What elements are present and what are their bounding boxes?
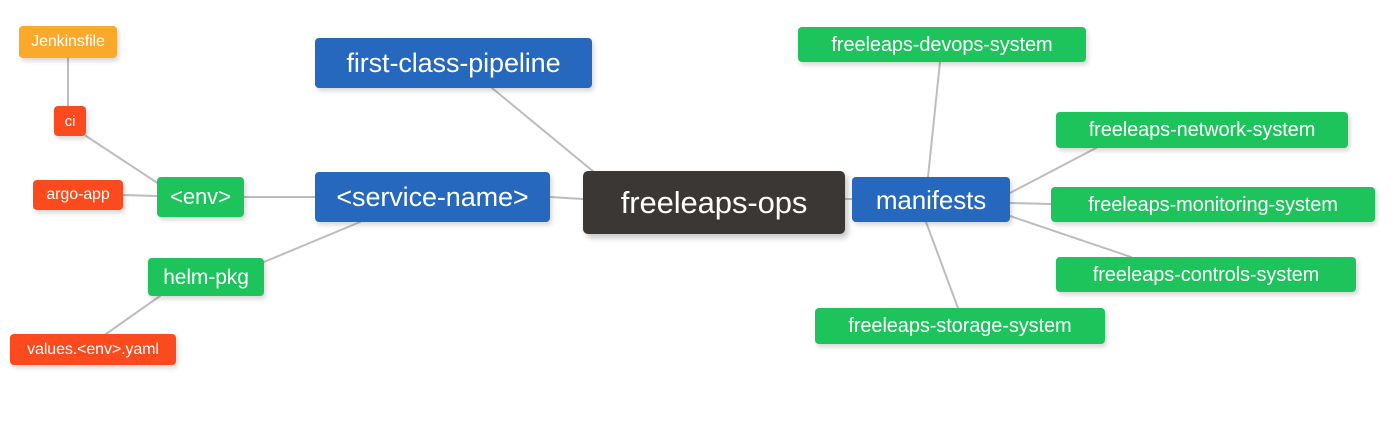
node-service-name[interactable]: <service-name> xyxy=(315,172,550,222)
edge-freeleaps-ops-to-service-name xyxy=(549,196,584,200)
node-freeleaps-monitoring-system[interactable]: freeleaps-monitoring-system xyxy=(1051,187,1375,222)
node-label: freeleaps-network-system xyxy=(1088,119,1316,141)
node-label: first-class-pipeline xyxy=(346,47,561,78)
edge-env-to-argo-app xyxy=(122,194,158,197)
node-freeleaps-storage-system[interactable]: freeleaps-storage-system xyxy=(815,308,1105,344)
node-env[interactable]: <env> xyxy=(157,177,244,217)
node-helm-pkg[interactable]: helm-pkg xyxy=(148,258,264,296)
edge-helm-pkg-to-values-env-yaml xyxy=(105,295,161,335)
node-ci[interactable]: ci xyxy=(54,106,86,136)
edge-manifests-to-freeleaps-controls-system xyxy=(1009,215,1132,258)
node-label: helm-pkg xyxy=(163,265,249,289)
node-freeleaps-devops-system[interactable]: freeleaps-devops-system xyxy=(798,27,1086,62)
node-label: values.<env>.yaml xyxy=(27,340,159,358)
edge-manifests-to-freeleaps-devops-system xyxy=(927,61,941,178)
node-freeleaps-ops[interactable]: freeleaps-ops xyxy=(583,171,845,234)
edge-freeleaps-ops-to-first-class-pipeline xyxy=(491,87,601,178)
node-label: freeleaps-devops-system xyxy=(831,33,1053,56)
node-values-env-yaml[interactable]: values.<env>.yaml xyxy=(10,334,176,365)
node-label: freeleaps-controls-system xyxy=(1092,263,1320,286)
node-label: <service-name> xyxy=(336,181,529,212)
node-label: Jenkinsfile xyxy=(31,33,105,50)
node-label: <env> xyxy=(170,184,231,209)
node-label: freeleaps-monitoring-system xyxy=(1088,193,1338,216)
node-first-class-pipeline[interactable]: first-class-pipeline xyxy=(315,38,592,88)
node-label: ci xyxy=(64,112,76,130)
node-freeleaps-network-system[interactable]: freeleaps-network-system xyxy=(1056,112,1348,148)
node-argo-app[interactable]: argo-app xyxy=(33,180,123,210)
node-label: manifests xyxy=(875,184,987,215)
edge-service-name-to-helm-pkg xyxy=(263,221,361,263)
node-jenkinsfile[interactable]: Jenkinsfile xyxy=(19,26,117,58)
edge-manifests-to-freeleaps-monitoring-system xyxy=(1009,202,1052,205)
node-freeleaps-controls-system[interactable]: freeleaps-controls-system xyxy=(1056,257,1356,292)
node-label: freeleaps-storage-system xyxy=(848,315,1072,337)
node-label: argo-app xyxy=(46,186,110,203)
node-label: freeleaps-ops xyxy=(620,185,808,220)
node-manifests[interactable]: manifests xyxy=(852,177,1010,222)
edge-env-to-ci xyxy=(85,135,163,187)
edge-manifests-to-freeleaps-storage-system xyxy=(925,221,959,309)
